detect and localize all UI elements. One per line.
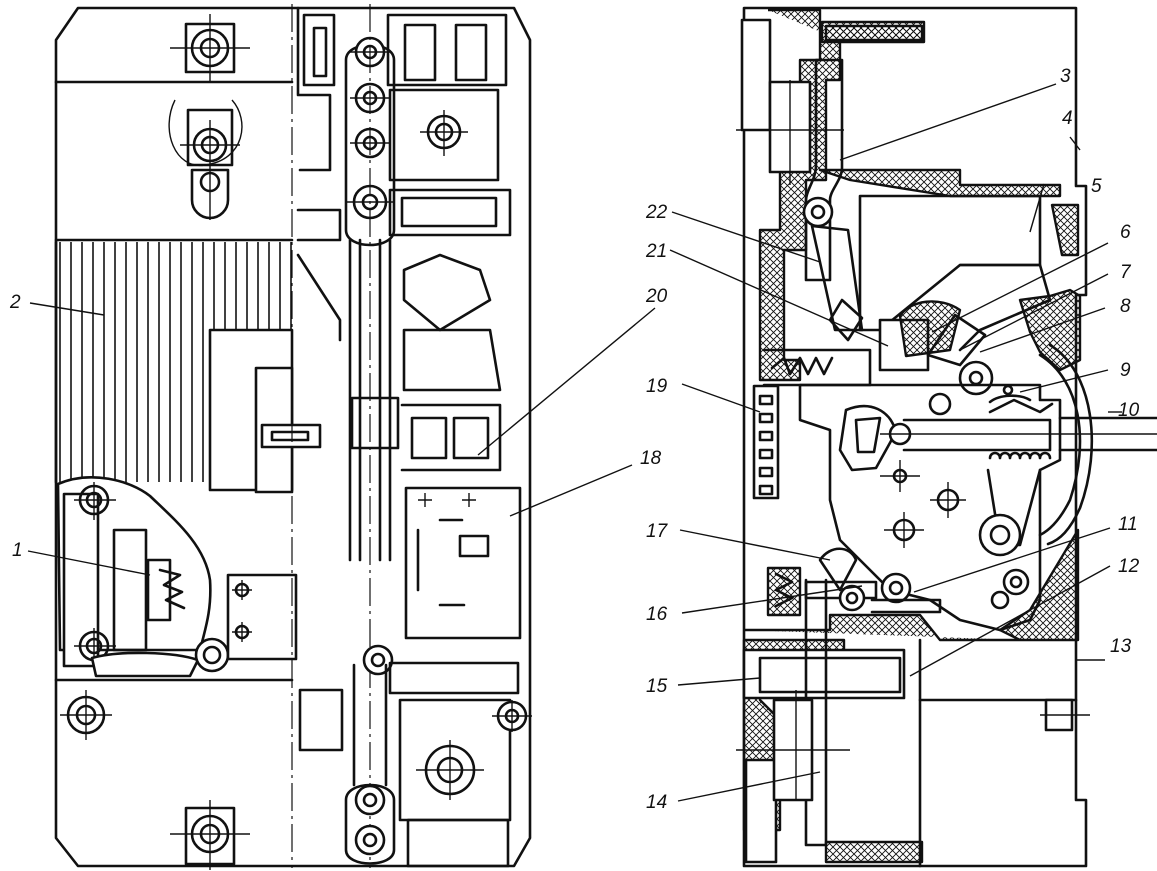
callout-1: 1 <box>12 540 23 561</box>
callout-labels: 1 2 3 4 5 6 7 8 9 10 11 12 13 14 15 16 1… <box>9 66 1140 813</box>
callout-11: 11 <box>1118 514 1138 535</box>
callout-13: 13 <box>1110 636 1132 657</box>
callout-15: 15 <box>646 676 668 697</box>
callout-10: 10 <box>1118 400 1140 421</box>
callout-3: 3 <box>1060 66 1071 87</box>
callout-18: 18 <box>640 448 662 469</box>
callout-12: 12 <box>1118 556 1140 577</box>
callout-17: 17 <box>646 521 669 542</box>
callout-14: 14 <box>646 792 667 813</box>
callout-9: 9 <box>1120 360 1131 381</box>
callout-7: 7 <box>1120 262 1132 283</box>
callout-21: 21 <box>645 241 667 262</box>
section-view <box>736 6 1157 868</box>
callout-19: 19 <box>646 376 668 397</box>
callout-20: 20 <box>645 286 668 307</box>
callout-8: 8 <box>1120 296 1131 317</box>
callout-6: 6 <box>1120 222 1131 243</box>
callout-22: 22 <box>645 202 668 223</box>
front-view <box>54 4 532 870</box>
callout-4: 4 <box>1062 108 1073 129</box>
callout-16: 16 <box>646 604 668 625</box>
callout-2: 2 <box>9 292 21 313</box>
callout-5: 5 <box>1091 176 1102 197</box>
leader-lines <box>27 83 1122 802</box>
